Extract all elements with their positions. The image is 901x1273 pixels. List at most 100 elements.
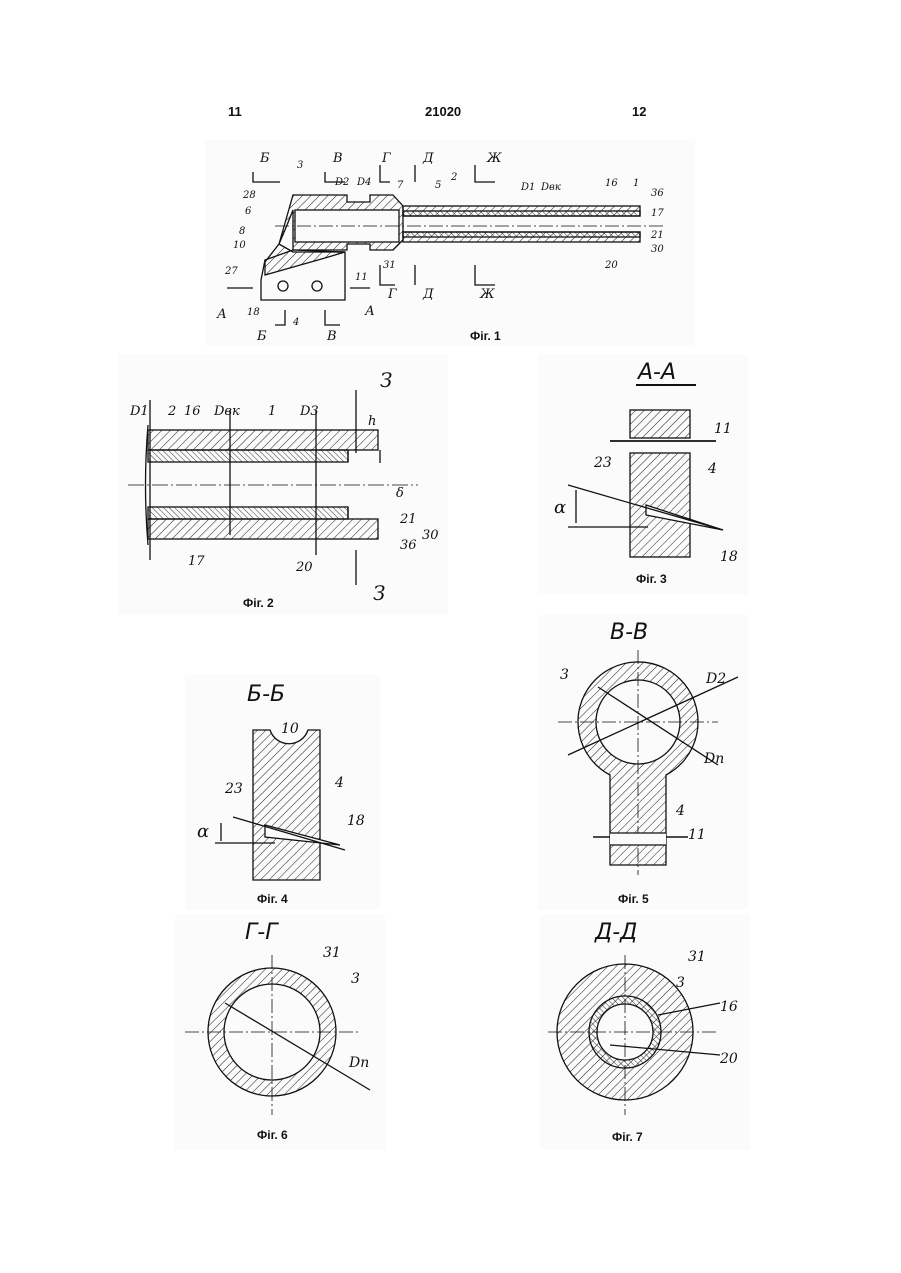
fig1-section-b-bottom: Б [256, 329, 267, 344]
fig3-label-23: 23 [593, 455, 612, 471]
fig1-label-4: 4 [292, 317, 299, 328]
fig1-label-17: 17 [651, 208, 664, 219]
fig2-section-top: З [380, 368, 392, 392]
fig1-label-21: 21 [650, 230, 664, 241]
fig1-label-11: 11 [355, 272, 368, 283]
fig3-title: А-А [636, 360, 676, 385]
fig1-label-20: 20 [604, 260, 618, 271]
fig1-section-g-top: Г [381, 151, 391, 166]
fig3-label-18: 18 [720, 549, 738, 565]
fig2-dim-dvk: Dвк [213, 404, 240, 419]
fig4-label-18: 18 [347, 813, 365, 829]
fig1-label-5: 5 [435, 180, 441, 191]
fig2-dim-d1: D1 [129, 404, 149, 419]
figure-1-drawing: Б В Г Д Ж А А Г Д Ж Б В 3 D2 D4 7 5 2 D1… [205, 140, 695, 345]
fig4-label-4: 4 [334, 775, 344, 791]
fig1-label-1: 1 [633, 178, 639, 189]
fig1-label-7: 7 [397, 180, 404, 191]
fig3-caption: Фіг. 3 [636, 572, 667, 586]
fig1-label-2: 2 [450, 172, 457, 183]
figure-1-panel: Б В Г Д Ж А А Г Д Ж Б В 3 D2 D4 7 5 2 D1… [205, 140, 695, 345]
fig2-label-16: 16 [184, 404, 201, 419]
fig2-dim-h: h [368, 414, 376, 429]
fig3-label-4: 4 [707, 461, 717, 477]
fig5-label-3: 3 [560, 667, 569, 683]
fig1-dim-d1: D1 [520, 182, 535, 193]
fig2-label-17: 17 [188, 554, 205, 569]
fig1-label-18: 18 [247, 307, 260, 318]
fig7-caption: Фіг. 7 [612, 1130, 643, 1144]
fig4-alpha: α [197, 821, 209, 842]
fig7-label-16: 16 [720, 999, 738, 1015]
fig3-alpha: α [554, 497, 566, 518]
fig1-section-g-bottom: Г [387, 287, 397, 302]
figure-3-panel: А-А 11 23 4 α 18 Фіг. 3 [538, 355, 748, 595]
fig2-label-36: 36 [400, 538, 417, 553]
figure-7-panel: Д-Д 31 3 16 20 Фіг. 7 [540, 915, 750, 1150]
figure-5-panel: В-В 3 D2 Dп 4 11 Фіг. 5 [538, 615, 748, 910]
fig1-label-27: 27 [224, 266, 238, 277]
figure-3-drawing: А-А 11 23 4 α 18 Фіг. 3 [538, 355, 748, 595]
fig1-label-28: 28 [242, 190, 256, 201]
fig1-label-36: 36 [651, 188, 664, 199]
patent-number: 21020 [425, 104, 461, 119]
page-number-right: 12 [632, 104, 646, 119]
fig2-label-20: 20 [295, 560, 313, 575]
fig7-label-3: 3 [676, 975, 685, 991]
figure-6-panel: Г-Г 31 3 Dп Фіг. 6 [175, 915, 385, 1150]
figure-7-drawing: Д-Д 31 3 16 20 Фіг. 7 [540, 915, 750, 1150]
fig1-label-10: 10 [233, 240, 246, 251]
fig5-label-11: 11 [688, 827, 706, 843]
fig6-label-31: 31 [323, 945, 341, 961]
figure-6-drawing: Г-Г 31 3 Dп Фіг. 6 [175, 915, 385, 1150]
fig2-label-2: 2 [167, 404, 176, 419]
fig2-dim-d3: D3 [299, 404, 319, 419]
fig1-section-b-top: Б [259, 151, 270, 166]
fig1-dim-dvk: Dвк [540, 182, 561, 193]
fig1-section-v-bottom: В [326, 329, 337, 344]
figure-4-drawing: Б-Б 10 4 23 18 α Фіг. 4 [185, 675, 380, 910]
fig6-dim-dp: Dп [348, 1055, 369, 1071]
fig5-dim-dp: Dп [703, 751, 724, 767]
fig1-dim-d4: D4 [356, 177, 371, 188]
fig1-section-a-left: А [216, 307, 227, 322]
fig5-caption: Фіг. 5 [618, 892, 649, 906]
fig5-dim-d2: D2 [705, 671, 726, 687]
figure-5-drawing: В-В 3 D2 Dп 4 11 Фіг. 5 [538, 615, 748, 910]
figure-2-panel: З З D1 2 16 Dвк 1 D3 h δ 21 30 36 17 20 … [118, 355, 448, 615]
fig6-title: Г-Г [245, 920, 279, 945]
fig7-label-20: 20 [719, 1051, 738, 1067]
fig7-title: Д-Д [594, 920, 637, 945]
fig5-title: В-В [610, 620, 648, 645]
figure-4-panel: Б-Б 10 4 23 18 α Фіг. 4 [185, 675, 380, 910]
fig1-section-zh-bottom: Ж [479, 287, 495, 302]
fig1-caption: Фіг. 1 [470, 329, 501, 343]
fig4-label-10: 10 [281, 721, 299, 737]
fig6-label-3: 3 [351, 971, 360, 987]
page-number-left: 11 [228, 104, 242, 119]
fig4-label-23: 23 [224, 781, 243, 797]
fig2-section-bottom: З [373, 581, 385, 605]
fig1-label-16: 16 [605, 178, 618, 189]
fig1-label-3: 3 [297, 160, 303, 171]
fig1-dim-d2: D2 [334, 177, 349, 188]
fig1-section-zh-top: Ж [486, 151, 502, 166]
fig1-section-d-top: Д [422, 151, 434, 166]
fig4-caption: Фіг. 4 [257, 892, 288, 906]
fig1-section-v-top: В [332, 151, 343, 166]
fig2-label-1: 1 [268, 404, 276, 419]
fig2-dim-delta: δ [396, 486, 404, 501]
fig1-section-a-right: А [364, 304, 375, 319]
fig2-label-30: 30 [422, 528, 439, 543]
fig5-label-4: 4 [675, 803, 685, 819]
fig2-caption: Фіг. 2 [243, 596, 274, 610]
fig1-label-6: 6 [245, 206, 252, 217]
fig1-section-d-bottom: Д [422, 287, 434, 302]
figure-2-drawing: З З D1 2 16 Dвк 1 D3 h δ 21 30 36 17 20 … [118, 355, 448, 615]
fig7-label-31: 31 [688, 949, 706, 965]
fig3-label-11: 11 [714, 421, 732, 437]
fig2-label-21: 21 [399, 512, 417, 527]
fig4-title: Б-Б [247, 682, 285, 707]
fig1-label-31: 31 [383, 260, 396, 271]
fig1-label-8: 8 [239, 226, 245, 237]
